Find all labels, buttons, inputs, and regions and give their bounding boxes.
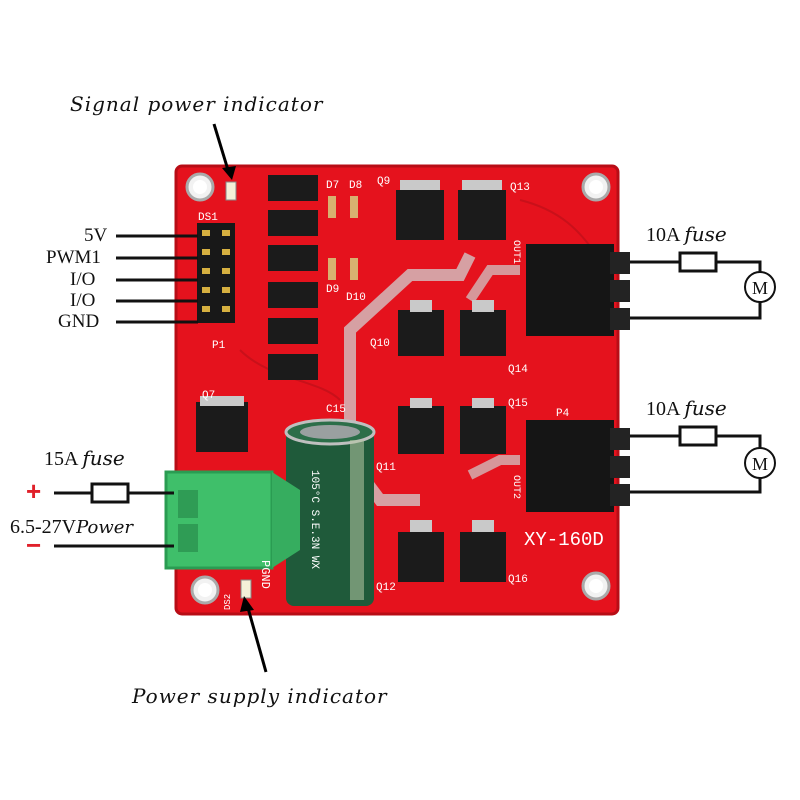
silk-d8: D8 (349, 180, 362, 192)
silk-q9: Q9 (377, 176, 390, 188)
output-terminal-top (526, 244, 630, 336)
pin-lead-lines (116, 234, 198, 324)
fuse-word-out2: fuse (684, 396, 727, 420)
power-voltage: 6.5-27V (10, 516, 77, 538)
minus-sign: − (26, 530, 42, 560)
silk-ds1: DS1 (198, 212, 218, 224)
fuse-value-input: 15A (44, 448, 78, 470)
input-wiring (54, 491, 174, 548)
silk-c15: C15 (326, 404, 346, 416)
fuse-symbol-out2 (678, 425, 718, 447)
silk-d10: D10 (346, 292, 366, 304)
silk-q16: Q16 (508, 574, 528, 586)
silk-q10: Q10 (370, 338, 390, 350)
silk-p4: P4 (556, 408, 570, 420)
fuse-word-out1: fuse (684, 222, 727, 246)
motor-letter-bottom: M (752, 454, 768, 474)
output-terminal-bottom (526, 420, 630, 512)
silk-d7: D7 (326, 180, 339, 192)
silk-q14: Q14 (508, 364, 528, 376)
pin-header (197, 223, 235, 323)
signal-indicator-callout: Signal power indicator (70, 92, 324, 116)
silk-q7: Q7 (202, 390, 215, 402)
fuse-value-out1: 10A (646, 224, 680, 246)
mosfets (196, 180, 506, 582)
callout-arrows (212, 123, 268, 673)
power-led (240, 579, 252, 599)
diodes (328, 196, 358, 280)
power-voltage-label: 6.5-27VPower (10, 516, 133, 539)
board-model: XY-160D (524, 529, 604, 551)
optocoupler-column (268, 175, 318, 380)
fuse-label-out1: 10A fuse (646, 222, 727, 247)
pin-label-pwm1: PWM1 (46, 247, 101, 268)
power-indicator-callout: Power supply indicator (132, 684, 388, 708)
motor-symbol-top (744, 271, 776, 303)
fuse-label-input: 15A fuse (44, 446, 125, 471)
silk-p1: P1 (212, 340, 226, 352)
silk-d9: D9 (326, 284, 339, 296)
mounting-holes (185, 172, 611, 605)
silk-q11: Q11 (376, 462, 396, 474)
motor-circuit-bottom (630, 434, 762, 494)
silk-pgnd: PGND (258, 560, 272, 589)
input-terminal (164, 470, 300, 570)
motor-circuit-top (630, 260, 762, 320)
capacitor-text: 105°C S.E.3N WX (308, 470, 320, 569)
silk-q12: Q12 (376, 582, 396, 594)
fuse-label-out2: 10A fuse (646, 396, 727, 421)
fuse-symbol-out1 (678, 251, 718, 273)
fuse-value-out2: 10A (646, 398, 680, 420)
fuse-symbol-input (90, 482, 130, 504)
pin-label-gnd: GND (58, 311, 100, 332)
silk-ds2: DS2 (223, 594, 233, 610)
fuse-word-input: fuse (82, 446, 125, 470)
pin-label-5v: 5V (84, 225, 108, 246)
plus-sign: + (26, 476, 42, 506)
pin-label-io-1: I/O (70, 269, 96, 290)
signal-led (225, 181, 237, 201)
pin-label-io-2: I/O (70, 290, 96, 311)
motor-symbol-bottom (744, 447, 776, 479)
silkscreen: DS1 P1 Q7 Q9 Q13 Q10 Q14 Q15 Q11 Q12 Q16… (198, 176, 604, 610)
electrolytic-capacitor: 105°C S.E.3N WX (284, 418, 376, 606)
silk-out1: OUT1 (510, 240, 521, 264)
silk-q13: Q13 (510, 182, 530, 194)
power-word: Power (76, 517, 133, 538)
silk-q15: Q15 (508, 398, 528, 410)
silk-out2: OUT2 (510, 475, 521, 499)
motor-letter-top: M (752, 278, 768, 298)
